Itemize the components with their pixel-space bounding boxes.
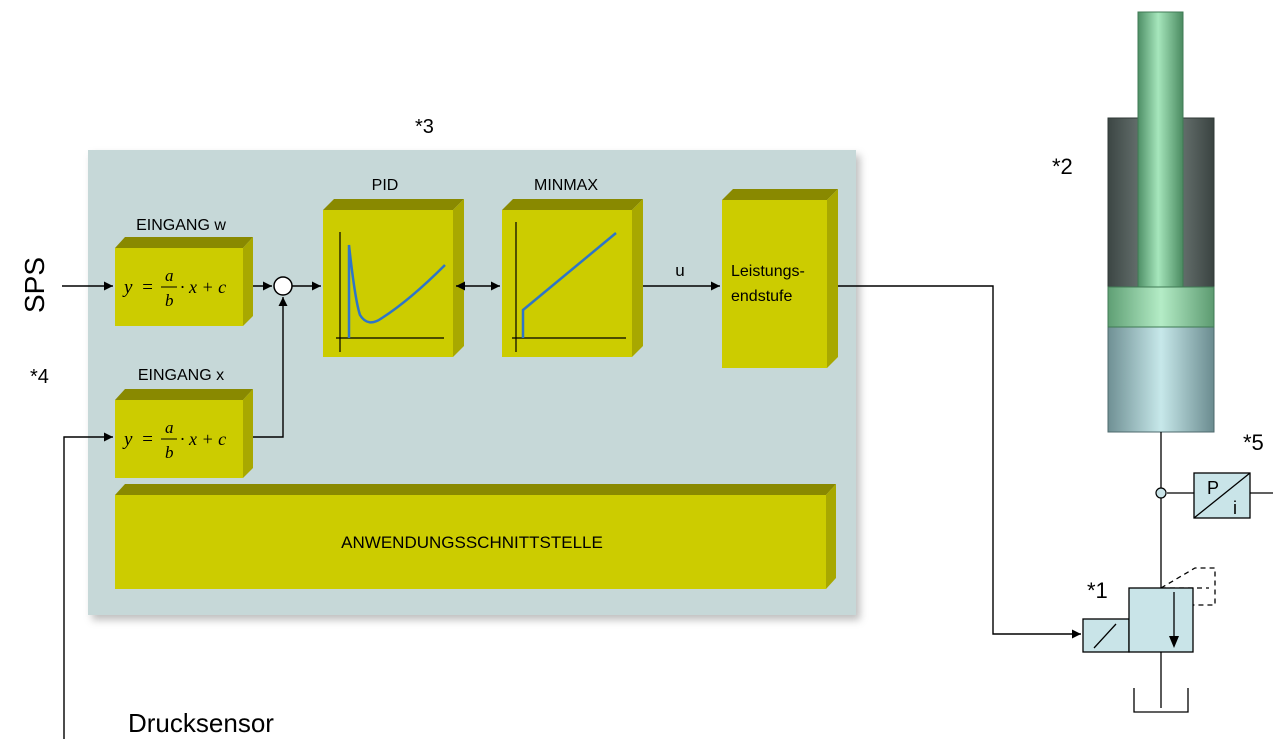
eingang-x-formula-a: a xyxy=(165,418,174,437)
eingang-w-formula-b: b xyxy=(165,291,174,310)
minmax-title: MINMAX xyxy=(534,177,598,194)
eingang-w-formula-y: y xyxy=(122,277,133,298)
summing-junction xyxy=(273,276,293,296)
piston-rod xyxy=(1137,11,1184,288)
eingang-w-formula-eq: = xyxy=(141,277,154,298)
power-stage-line2: endstufe xyxy=(731,288,792,305)
pid-block: PID xyxy=(323,177,464,357)
sensor-label: Drucksensor xyxy=(128,708,274,738)
minmax-block: MINMAX xyxy=(502,177,643,357)
signal-lines xyxy=(62,281,1081,739)
transducer-i: i xyxy=(1233,498,1237,518)
note-4-label: *4 xyxy=(30,366,49,388)
note-2-label: *2 xyxy=(1052,154,1073,179)
eingang-w-formula-rest: · x + c xyxy=(180,277,226,297)
transducer-p: P xyxy=(1207,478,1219,498)
eingang-x-formula-rest: · x + c xyxy=(180,429,226,449)
power-stage-block: Leistungs- endstufe xyxy=(722,189,838,368)
note-1-label: *1 xyxy=(1087,578,1108,603)
eingang-w-formula-a: a xyxy=(165,266,174,285)
note-3-label: *3 xyxy=(415,116,434,138)
pid-title: PID xyxy=(372,177,399,194)
eingang-x-formula-b: b xyxy=(165,443,174,462)
eingang-w-block: EINGANG w y = a b · x + c xyxy=(115,217,253,326)
hydraulic-cylinder xyxy=(1107,11,1215,433)
eingang-x-formula-eq: = xyxy=(141,429,154,450)
minmax-curve xyxy=(521,232,617,338)
eingang-w-title: EINGANG w xyxy=(136,217,226,234)
pid-curve xyxy=(347,244,446,338)
power-stage-line1: Leistungs- xyxy=(731,263,805,280)
eingang-x-block: EINGANG x y = a b · x + c xyxy=(115,367,253,478)
interface-block: ANWENDUNGSSCHNITTSTELLE xyxy=(115,484,836,589)
piston xyxy=(1107,286,1215,328)
pressure-transducer: P i xyxy=(1193,472,1251,519)
interface-label: ANWENDUNGSSCHNITTSTELLE xyxy=(341,533,603,552)
u-label: u xyxy=(675,261,684,280)
note-5-label: *5 xyxy=(1243,430,1264,455)
pressure-tap xyxy=(1155,487,1167,499)
eingang-x-title: EINGANG x xyxy=(138,367,224,384)
proportional-valve xyxy=(1082,587,1194,653)
eingang-x-formula-y: y xyxy=(122,429,133,450)
sps-label: SPS xyxy=(19,257,50,313)
